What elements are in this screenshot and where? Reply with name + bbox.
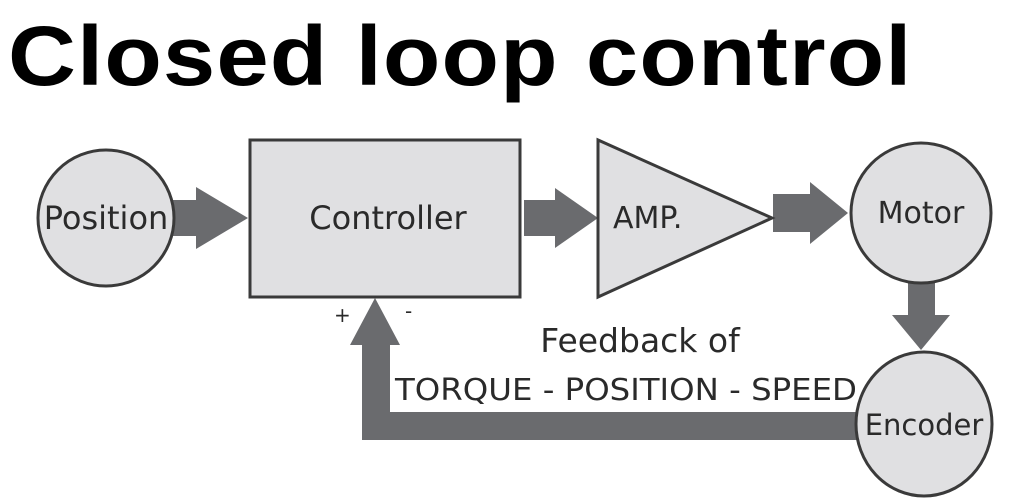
feedback-label-line2: TORQUE - POSITION - SPEED — [394, 373, 857, 408]
feedback-arrow — [350, 298, 860, 440]
summing-plus-sign: + — [334, 303, 351, 327]
feedback-label-line1: Feedback of — [540, 321, 741, 360]
arrow-position-to-controller — [172, 187, 248, 249]
node-amp-label: AMP. — [613, 201, 682, 236]
node-encoder: Encoder — [854, 350, 994, 498]
summing-minus-sign: - — [405, 299, 412, 323]
node-amp: AMP. — [596, 137, 776, 300]
arrow-controller-to-amp — [524, 188, 598, 248]
node-motor: Motor — [849, 141, 993, 285]
diagram-title: Closed loop control — [8, 9, 913, 103]
arrow-amp-to-motor — [773, 182, 848, 244]
node-controller: Controller — [248, 138, 522, 299]
node-position-label: Position — [44, 199, 169, 237]
node-motor-label: Motor — [878, 196, 965, 231]
node-encoder-label: Encoder — [865, 408, 984, 442]
node-position: Position — [36, 148, 176, 288]
arrow-motor-to-encoder — [892, 275, 950, 350]
node-controller-label: Controller — [309, 199, 467, 237]
